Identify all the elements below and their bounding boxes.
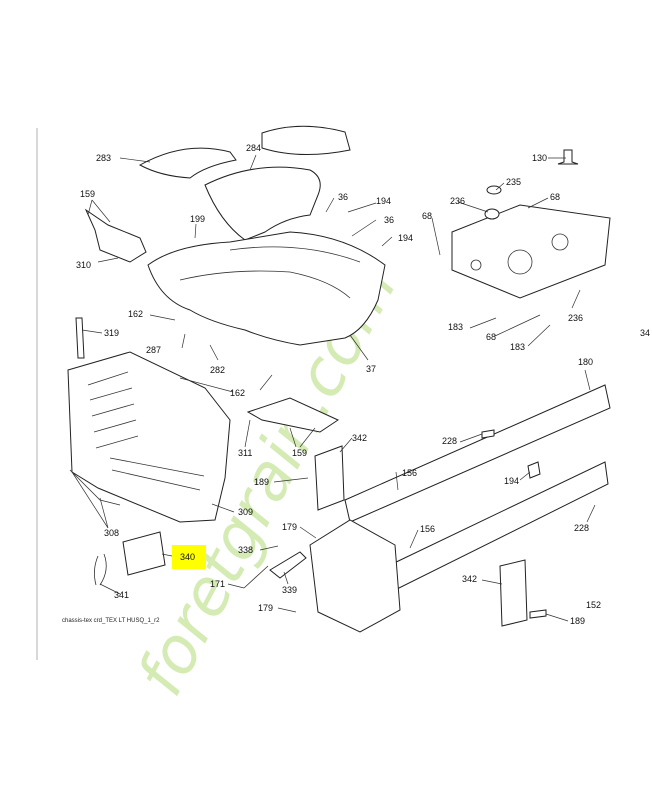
part-311-bracket	[246, 397, 340, 433]
callout-319: 319	[104, 328, 119, 338]
front-frame	[309, 519, 401, 633]
diagram-caption: chassis-tex crd_TEX LT HUSQ_1_r2	[62, 618, 160, 624]
callout-159: 159	[292, 448, 307, 458]
part-235-washer	[486, 185, 502, 195]
bolt-189	[529, 609, 547, 619]
callout-194: 194	[376, 196, 391, 206]
callout-179: 179	[282, 522, 297, 532]
callout-183: 183	[510, 342, 525, 352]
part-340-plate	[122, 531, 166, 576]
callout-34: 34	[640, 328, 650, 338]
callout-228: 228	[442, 436, 457, 446]
callout-68: 68	[486, 332, 496, 342]
callout-162: 162	[128, 309, 143, 319]
callout-156: 156	[402, 468, 417, 478]
part-283-fender	[138, 147, 237, 179]
callout-162: 162	[230, 388, 245, 398]
callout-341: 341	[114, 590, 129, 600]
callout-156: 156	[420, 524, 435, 534]
callout-36: 36	[384, 215, 394, 225]
callout-235: 235	[506, 177, 521, 187]
part-309-grille-frame	[67, 351, 231, 523]
callout-159: 159	[80, 189, 95, 199]
callout-236: 236	[450, 196, 465, 206]
part-341-spring	[94, 553, 107, 586]
callout-68: 68	[422, 211, 432, 221]
callout-189: 189	[254, 477, 269, 487]
callout-171: 171	[210, 579, 225, 589]
leader-lines	[71, 154, 596, 622]
chassis-plate	[451, 204, 611, 299]
part-130-bolt	[557, 149, 579, 165]
callout-282: 282	[210, 365, 225, 375]
part-37-body-detail	[179, 246, 361, 299]
callout-342: 342	[352, 433, 367, 443]
callout-287: 287	[146, 345, 161, 355]
part-180-frame-rail-upper	[344, 384, 611, 523]
part-309-grille-slats	[87, 371, 205, 491]
seat-outline	[261, 125, 351, 155]
part-339-lever	[269, 551, 307, 579]
callout-338: 338	[238, 545, 253, 555]
part-342a-bracket	[314, 445, 345, 511]
bolt-228	[481, 429, 495, 439]
plate-hole-3	[470, 259, 482, 271]
part-308-lower	[69, 469, 121, 506]
part-171-spring	[243, 565, 269, 589]
callout-311: 311	[238, 448, 252, 458]
callout-283: 283	[96, 153, 111, 163]
callout-308: 308	[104, 528, 119, 538]
callout-36: 36	[338, 192, 348, 202]
callout-37: 37	[366, 364, 376, 374]
part-284-hood-body	[204, 166, 321, 241]
bolt-194	[527, 461, 541, 479]
callout-199: 199	[190, 214, 205, 224]
callout-189: 189	[570, 616, 585, 626]
part-319-rod	[75, 317, 85, 359]
page-margin-rule	[36, 128, 38, 660]
callout-309: 309	[238, 507, 253, 517]
callout-68: 68	[550, 192, 560, 202]
highlight-340	[172, 545, 206, 569]
part-310-bracket	[84, 208, 147, 263]
callout-339: 339	[282, 585, 297, 595]
part-236-nut	[484, 208, 500, 220]
part-37-body-shell	[147, 231, 386, 346]
callout-228: 228	[574, 523, 589, 533]
plate-hole-2	[551, 233, 569, 251]
callout-342: 342	[462, 574, 477, 584]
callout-284: 284	[246, 143, 261, 153]
callout-152: 152	[586, 600, 601, 610]
callout-194: 194	[398, 233, 413, 243]
callout-179: 179	[258, 603, 273, 613]
callout-340: 340	[180, 552, 195, 562]
part-342b-bracket	[499, 559, 528, 627]
callout-310: 310	[76, 260, 91, 270]
callout-236: 236	[568, 313, 583, 323]
plate-hole-1	[507, 249, 533, 275]
callout-130: 130	[532, 153, 547, 163]
callout-180: 180	[578, 357, 593, 367]
callout-183: 183	[448, 322, 463, 332]
callout-194: 194	[504, 476, 519, 486]
